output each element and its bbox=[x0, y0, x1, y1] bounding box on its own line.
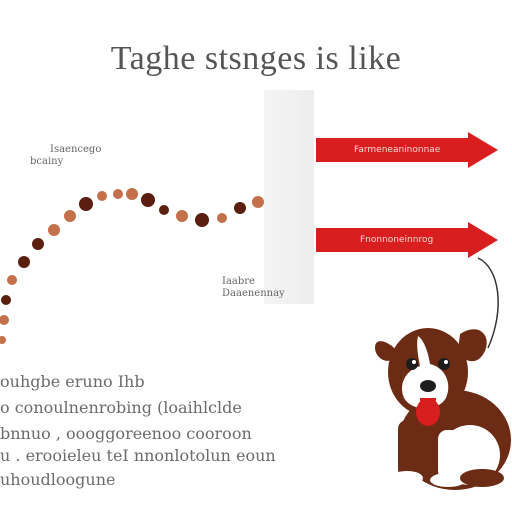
curve-dot-3 bbox=[7, 275, 17, 285]
chart-label-line-1: Isaencego bbox=[50, 144, 102, 155]
curve-dot-5 bbox=[32, 238, 44, 250]
page-title: Taghe stsnges is like bbox=[110, 40, 402, 77]
arrow-2-label: Fnonnoneinnrog bbox=[360, 235, 434, 245]
panel-label-line-1: Iaabre bbox=[222, 276, 255, 287]
curve-dot-16 bbox=[217, 213, 227, 223]
curve-dot-1 bbox=[0, 315, 9, 325]
panel-label: Iaabre Daaenennay bbox=[222, 276, 285, 300]
curve-dot-0 bbox=[0, 336, 6, 344]
curve-dot-7 bbox=[64, 210, 76, 222]
divider-panel bbox=[264, 90, 314, 304]
curve-dot-18 bbox=[252, 196, 264, 208]
arrow-2-icon bbox=[316, 222, 498, 258]
bottom-text-line-4: u . erooieleu teI nnonlotolun eoun bbox=[0, 446, 276, 465]
curve-dot-2 bbox=[1, 295, 11, 305]
curve-dot-17 bbox=[234, 202, 246, 214]
bottom-text-line-3: bnnuo , oooggoreenoo cooroon bbox=[0, 424, 252, 443]
curve-dot-12 bbox=[141, 193, 155, 207]
curve-dot-6 bbox=[48, 224, 60, 236]
panel-label-line-2: Daaenennay bbox=[222, 288, 285, 299]
arrow-1: Farmeneaninonnae bbox=[316, 132, 498, 168]
bottom-text-line-2: o conoulnenrobing (loaihlclde bbox=[0, 398, 242, 417]
curve-dot-10 bbox=[113, 189, 123, 199]
arrow-1-icon bbox=[316, 132, 498, 168]
curve-dot-13 bbox=[159, 205, 169, 215]
arrow-2: Fnonnoneinnrog bbox=[316, 222, 498, 258]
chart-label-line-2: bcainy bbox=[30, 156, 64, 167]
dotted-curve bbox=[0, 188, 264, 344]
arrow-1-label: Farmeneaninonnae bbox=[354, 145, 441, 155]
curve-dot-9 bbox=[97, 191, 107, 201]
curve-dot-14 bbox=[176, 210, 188, 222]
curve-dot-15 bbox=[195, 213, 209, 227]
bottom-text-line-5: uhoudloogune bbox=[0, 470, 116, 489]
curve-dot-8 bbox=[79, 197, 93, 211]
curve-dot-11 bbox=[126, 188, 138, 200]
curve-dot-4 bbox=[18, 256, 30, 268]
chart-label: Isaencego bcainy bbox=[30, 144, 101, 168]
bottom-text-line-1: ouhgbe eruno Ihb bbox=[0, 372, 145, 391]
